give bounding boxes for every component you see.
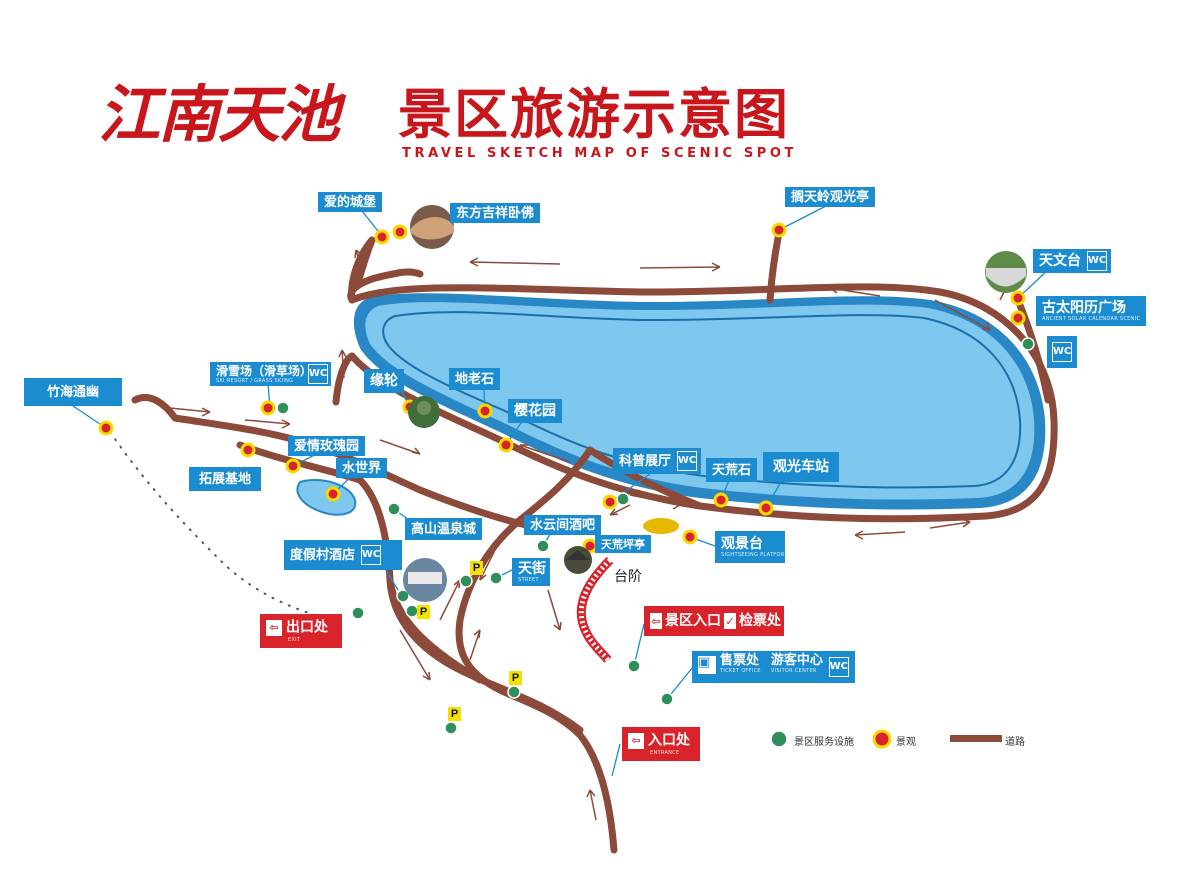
spot-aidechengbao-2 <box>392 224 408 240</box>
spot-guangguang <box>758 500 774 516</box>
spot-huaxue <box>260 400 276 416</box>
lake-inner <box>365 302 1035 500</box>
dotted-trail <box>109 431 341 623</box>
spot-gotianling <box>771 222 787 238</box>
label-shuiyun[interactable]: 水云间酒吧 <box>524 515 602 535</box>
stairs <box>576 556 614 663</box>
road-resort <box>386 576 484 684</box>
toilet-icon: WC <box>677 451 698 471</box>
legend-scenic: 景观 <box>896 737 916 748</box>
spot-tianwentai <box>1010 290 1026 306</box>
label-gotianling[interactable]: 搁天岭观光亭 <box>785 187 876 207</box>
ticket-check-icon: ✓ <box>724 613 736 629</box>
spot-guanjingtai <box>682 529 698 545</box>
spot-yinghuayuan <box>498 437 514 453</box>
parking-icon: P <box>417 605 430 619</box>
road-main-up <box>455 446 618 854</box>
label-shuishijie[interactable]: 水世界 <box>336 458 388 478</box>
label-aidechengbao[interactable]: 爱的城堡 <box>318 192 383 212</box>
toilet-icon: WC <box>308 364 328 384</box>
toilet-icon: WC <box>361 545 382 565</box>
spot-shuishijie <box>325 486 341 502</box>
label-ticket-visitor[interactable]: ▣ 售票处 TICKET OFFICE 游客中心 VISITOR CENTER … <box>692 651 855 683</box>
legend-service-dot <box>770 730 788 748</box>
road-lake-ring <box>348 283 1058 523</box>
parking-icon: P <box>509 671 522 685</box>
page-subtitle: TRAVEL SKETCH MAP OF SCENIC SPOT <box>402 146 798 161</box>
legend-service: 景区服务设施 <box>794 737 854 748</box>
toilet-icon: WC <box>1052 342 1072 362</box>
label-yuanlun[interactable]: 缘轮 <box>364 369 404 393</box>
label-zhuhai[interactable]: 竹海通幽 <box>24 378 122 406</box>
label-tianhuangping[interactable]: 天荒坪亭 <box>595 535 651 553</box>
label-taijie: 台阶 <box>614 569 642 585</box>
entrance-door-icon: ⇦ <box>628 732 644 749</box>
label-tuozhan[interactable]: 拓展基地 <box>189 467 261 491</box>
parking-icon: P <box>470 561 483 575</box>
exit-door-icon: ⇦ <box>266 619 282 636</box>
spot-tuozhan <box>240 442 256 458</box>
road-tianwentai <box>1014 296 1052 404</box>
toilet-icon: WC <box>1087 251 1107 271</box>
parking-icon: P <box>448 707 461 721</box>
spot-gutaiyang <box>1010 310 1026 326</box>
scenic-spots <box>98 222 1026 749</box>
label-guangguang[interactable]: 观光车站 <box>763 452 839 482</box>
road-huaxue <box>332 352 356 406</box>
toilet-badge-huaxue: WC <box>305 362 331 386</box>
label-huaxue[interactable]: 滑雪场（滑草场）SKI RESORT / GRASS SKIING <box>210 362 319 386</box>
spot-dilaoshi <box>477 403 493 419</box>
road-castle2 <box>354 236 376 286</box>
toilet-badge-east: WC <box>1047 336 1077 368</box>
label-dilaoshi[interactable]: 地老石 <box>449 368 501 390</box>
spot-zhuhai <box>98 420 114 436</box>
label-gaoshan[interactable]: 高山温泉城 <box>405 518 483 540</box>
legend-scenic-dot <box>872 729 892 749</box>
label-aiqing[interactable]: 爱情玫瑰园 <box>288 436 366 456</box>
toilet-icon: WC <box>828 657 849 677</box>
label-jingqu-rukou[interactable]: ⇦景区入口✓检票处 <box>644 606 784 636</box>
ticket-icon: ▣ <box>698 656 716 674</box>
legend-road: 道路 <box>1005 737 1025 748</box>
legend-road-bar <box>950 735 1002 742</box>
spot-aiqing <box>285 458 301 474</box>
spot-kepu <box>602 494 618 510</box>
label-yinghuayuan[interactable]: 樱花园 <box>508 399 562 423</box>
label-dongfang[interactable]: 东方吉祥卧佛 <box>450 203 541 223</box>
spot-aidechengbao-1 <box>374 229 390 245</box>
page-title: 景区旅游示意图 <box>398 83 790 146</box>
service-points <box>276 337 1035 748</box>
label-tianhuangshi[interactable]: 天荒石 <box>706 458 758 482</box>
guanjingtai-pad <box>643 518 679 534</box>
spot-tianhuangshi <box>713 492 729 508</box>
title-calligraphy: 江南天池 <box>98 78 340 151</box>
entrance-door-icon: ⇦ <box>650 613 662 629</box>
photos <box>403 205 1027 602</box>
